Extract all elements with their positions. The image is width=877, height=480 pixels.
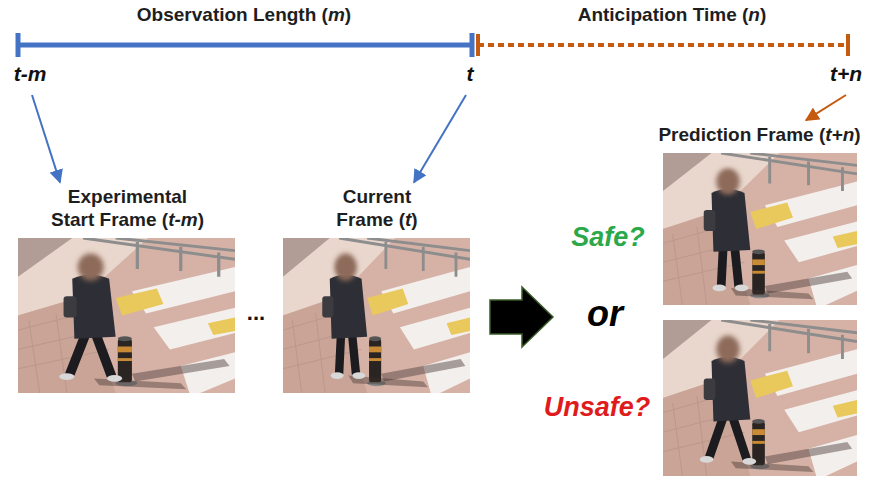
ellipsis: ... [247, 300, 265, 325]
text-part: ( [162, 209, 168, 230]
pointer-arrow [32, 95, 60, 182]
text-part: ) [760, 4, 766, 25]
text-part: ( [322, 4, 328, 25]
tick-cap [846, 34, 850, 56]
text-part: ( [742, 4, 748, 25]
scene-photo [663, 320, 857, 476]
scene-photo [663, 153, 857, 305]
anticipation-bar [478, 43, 848, 47]
text-part: ( [399, 209, 405, 230]
video-frame: Experimental Start Frame (t-m) [15, 182, 240, 396]
text-part: ( [819, 124, 825, 145]
pedestrian [322, 254, 428, 388]
text-part: Prediction Frame [658, 124, 819, 145]
text-part: ) [411, 209, 417, 230]
pointer-arrow [806, 95, 846, 120]
time-tick: t [467, 62, 474, 86]
scene-photo [283, 238, 470, 393]
timeline-band: Anticipation Time (n) [476, 0, 868, 95]
pedestrian [700, 336, 813, 473]
outcome-label: Unsafe? [544, 392, 651, 423]
text-part: m [328, 4, 345, 25]
text-part: Observation Length [137, 4, 322, 25]
text-part: ) [198, 209, 204, 230]
time-tick: t-m [14, 62, 47, 86]
pointer-arrow [414, 95, 466, 182]
frame-image [283, 238, 470, 393]
text-part: ) [345, 4, 351, 25]
frame-title: Prediction Frame (t+n) [652, 120, 867, 147]
block-arrow [490, 287, 553, 347]
text-part: Anticipation Time [578, 4, 742, 25]
pedestrian [59, 254, 186, 390]
video-frame: Prediction Frame (t+n) [652, 120, 867, 478]
frame-image [663, 153, 857, 305]
scene-photo [18, 238, 235, 393]
frame-title: Experimental Start Frame (t-m) [45, 182, 210, 232]
tick-cap [16, 33, 21, 57]
or-label: or [587, 293, 623, 334]
frame-image [663, 320, 857, 476]
outcome-label: Safe? [571, 222, 645, 253]
tick-cap [476, 34, 480, 56]
observation-bar [18, 43, 472, 48]
text-part: ) [854, 124, 860, 145]
text-part: t-m [168, 209, 198, 230]
timeline [18, 33, 848, 57]
text-part: t+n [825, 124, 854, 145]
text-part: n [748, 4, 760, 25]
frame-image [18, 238, 235, 393]
time-tick: t+n [830, 62, 862, 86]
pedestrian [704, 168, 814, 299]
text-part: t [405, 209, 411, 230]
tick-cap [470, 33, 475, 57]
frame-title: Current Frame (t) [321, 182, 433, 232]
frame-title: Anticipation Time (n) [476, 0, 868, 27]
video-frame: Current Frame (t) [280, 182, 474, 396]
timeline-band: Observation Length (m) [8, 0, 480, 95]
frame-title: Observation Length (m) [8, 0, 480, 27]
